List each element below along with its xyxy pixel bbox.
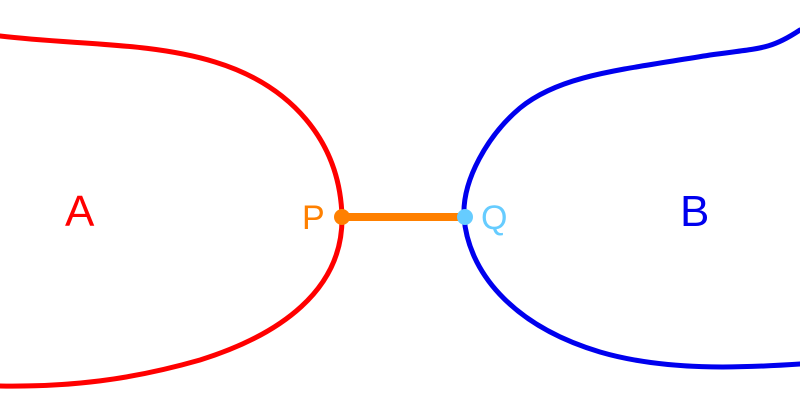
- region-a-label: A: [65, 187, 95, 236]
- region-b-boundary: [461, 27, 800, 370]
- point-p-label: P: [302, 199, 325, 237]
- region-b-label: B: [680, 187, 709, 236]
- point-q-label: Q: [481, 199, 507, 237]
- region-a-boundary: [0, 33, 345, 389]
- point-p-marker: [334, 209, 350, 225]
- point-q-marker: [457, 209, 473, 225]
